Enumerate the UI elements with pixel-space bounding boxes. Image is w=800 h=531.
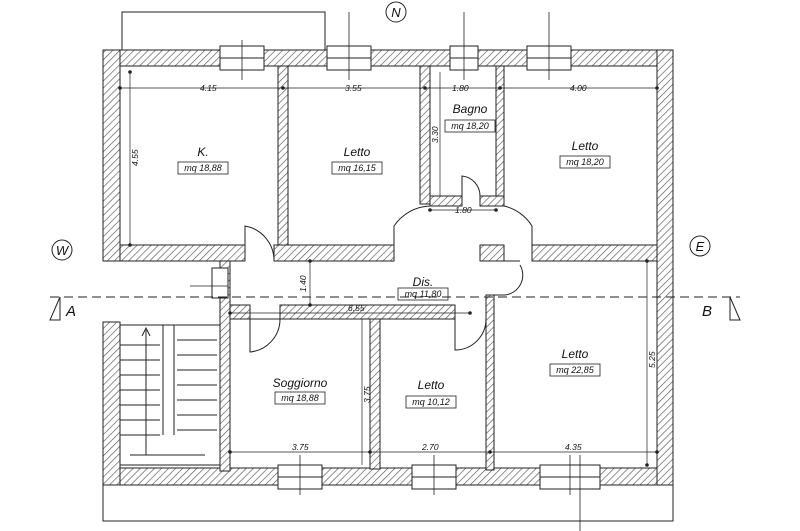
room-area-letto-3: mq 10,12 <box>412 397 450 407</box>
dim-bottom-letto-3: 2.70 <box>421 442 439 452</box>
windows <box>211 45 601 490</box>
dimension-ticks <box>118 70 659 467</box>
dim-letto-4-height: 5.25 <box>647 351 657 368</box>
section-line <box>49 296 741 321</box>
area-box-letto-3 <box>405 395 457 409</box>
north-circle <box>385 1 407 23</box>
section-label-a: A <box>65 303 76 320</box>
room-area-letto-2: mq 18,20 <box>566 157 604 167</box>
east-circle <box>689 235 711 257</box>
window-axes <box>190 12 581 531</box>
dim-dis-height: 1.40 <box>298 275 308 292</box>
dim-soggiorno-height: 3.75 <box>362 386 372 403</box>
room-name-dis: Dis. <box>413 275 434 289</box>
room-name-bagno: Bagno <box>453 102 488 116</box>
balcony-top <box>121 11 326 51</box>
north-label: N <box>391 5 401 20</box>
room-name-letto-2: Letto <box>572 139 599 153</box>
dim-bottom-soggiorno: 3.75 <box>292 442 309 452</box>
dim-bagno-height: 3.30 <box>430 126 440 143</box>
east-label: E <box>696 239 705 254</box>
dim-top-bagno: 1.80 <box>452 83 469 93</box>
area-box-letto-1 <box>331 161 383 175</box>
room-area-dis: mq 11,80 <box>405 289 442 299</box>
dimension-lines <box>120 72 657 465</box>
area-box-kitchen <box>177 161 229 175</box>
area-box-dis <box>397 287 449 301</box>
dim-bottom-letto-4: 4.35 <box>565 442 582 452</box>
room-name-soggiorno: Soggiorno <box>273 376 328 390</box>
room-name-letto-4: Letto <box>562 347 589 361</box>
dim-top-letto-1: 3.55 <box>345 83 362 93</box>
area-box-soggiorno <box>274 391 326 405</box>
room-area-letto-1: mq 16,15 <box>338 163 377 173</box>
interior-walls <box>119 65 658 472</box>
room-area-soggiorno: mq 18,88 <box>281 393 319 403</box>
room-name-letto-1: Letto <box>344 145 371 159</box>
door-swings <box>230 175 533 353</box>
staircase <box>119 324 221 466</box>
room-name-kitchen: K. <box>197 145 208 159</box>
section-label-b: B <box>702 303 712 320</box>
west-circle <box>51 239 73 261</box>
area-box-bagno <box>444 119 496 133</box>
room-area-bagno: mq 18,20 <box>451 121 489 131</box>
room-name-letto-3: Letto <box>418 378 445 392</box>
outer-walls <box>102 49 674 486</box>
dim-kitchen-height: 4.55 <box>130 149 140 166</box>
area-box-letto-4 <box>549 363 601 377</box>
west-label: W <box>56 243 70 258</box>
balcony-bottom <box>102 484 674 522</box>
room-area-kitchen: mq 18,88 <box>184 163 222 173</box>
dim-top-letto-2: 4.00 <box>570 83 587 93</box>
room-area-letto-4: mq 22,85 <box>556 365 595 375</box>
area-box-letto-2 <box>559 155 611 169</box>
dim-top-kitchen: 4.15 <box>200 83 217 93</box>
dim-dis-width: 6.55 <box>348 303 365 313</box>
dim-bagno-width: 1.80 <box>455 205 472 215</box>
